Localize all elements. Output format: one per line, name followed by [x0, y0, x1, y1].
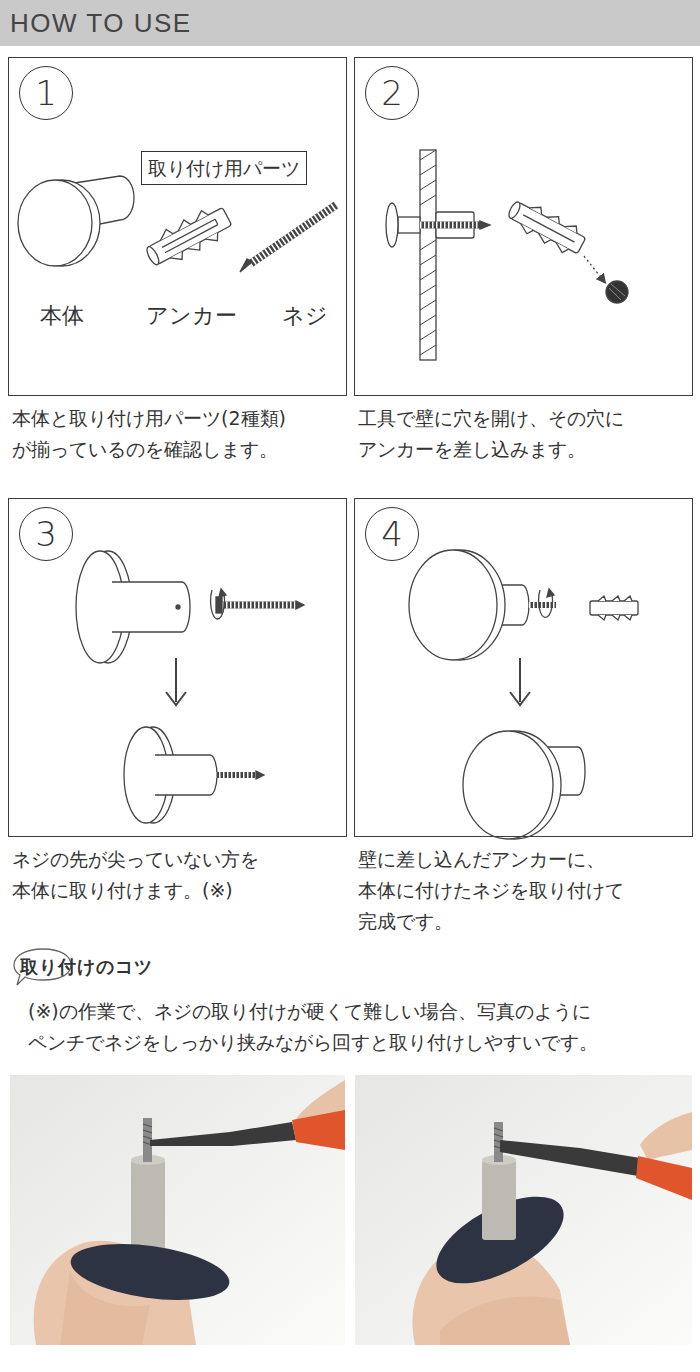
- panel2-art-part: [420, 222, 480, 229]
- panel2-art-part-part: [507, 200, 523, 220]
- step-number: 1: [35, 76, 57, 110]
- photo-right-part: [440, 1296, 570, 1345]
- step-number: 2: [381, 76, 403, 110]
- panel2-art-part: [420, 150, 436, 355]
- step-caption: 壁に差し込んだアンカーに、 本体に付けたネジを取り付けて 完成です。: [358, 844, 700, 937]
- tip-heading: 取り付けのコツ: [20, 956, 153, 977]
- panel1-art-part-part: [157, 209, 208, 241]
- step-caption: 工具で壁に穴を開け、その穴に アンカーを差し込みます。: [358, 403, 700, 465]
- panel1-art-part-part: [162, 219, 215, 247]
- panel3-art-part: [219, 589, 226, 597]
- photo-left-part: [60, 1270, 150, 1345]
- step-number-circle: 1: [19, 66, 73, 120]
- photo-left-part: [10, 1075, 345, 1345]
- panel2-art-part-part: [529, 203, 579, 234]
- step-panel: 本体と取り付け用パーツ(2種類) が揃っているのを確認します。1取り付け用パーツ: [8, 57, 347, 396]
- panel2-art: [386, 150, 628, 360]
- part-label: アンカー: [146, 302, 237, 330]
- panel4-art-part: [519, 658, 521, 702]
- page-title: HOW TO USE: [10, 7, 192, 39]
- panel4-art: [409, 550, 638, 839]
- photo-right-part: [500, 1140, 640, 1176]
- panel2-art-part-part: [523, 215, 574, 242]
- panel1-art-part-part: [145, 245, 161, 266]
- panel1-art-part: [141, 201, 235, 272]
- panel4-art-part: [463, 731, 553, 839]
- tip-heading-bubble: 取り付けのコツ: [14, 950, 159, 984]
- panel3-art-part: [155, 755, 217, 795]
- panel3-art: [76, 551, 304, 823]
- photo-right-part: [482, 1160, 516, 1240]
- panel3-art-part: [112, 582, 190, 632]
- photo-right-part: [355, 1075, 692, 1345]
- part-label: 本体: [40, 302, 84, 330]
- photo-right-part: [636, 1156, 692, 1200]
- panel3-art-part: [215, 772, 256, 778]
- panel3-art-part: [216, 597, 222, 613]
- panel1-art-part-part: [215, 219, 218, 224]
- photo-right-part: [640, 1112, 692, 1160]
- panel3-art-part: [296, 601, 304, 609]
- panel4-art-part-part: [590, 601, 638, 615]
- panel4-art-part: [590, 596, 638, 620]
- panel3-art-part: [166, 692, 186, 705]
- panel2-art-part: [420, 150, 436, 360]
- panel1-art-part: [240, 259, 252, 272]
- panel2-art-part-part: [518, 224, 568, 255]
- panel2-art-part-part: [510, 202, 586, 254]
- step-caption: 本体と取り付け用パーツ(2種類) が揃っているのを確認します。: [12, 403, 354, 465]
- panel2-art-part: [606, 281, 628, 303]
- step-number-circle: 2: [365, 66, 419, 120]
- panel3-art-part: [175, 658, 177, 702]
- panel1-art-part: [250, 205, 336, 264]
- panel1-art-part-part: [170, 233, 221, 265]
- panel4-art-part: [547, 589, 554, 597]
- panel3-art-part: [176, 605, 180, 609]
- step-number: 4: [381, 517, 403, 551]
- panel3-art-part: [215, 772, 256, 778]
- photo-left: [10, 1075, 345, 1345]
- photo-right: [355, 1075, 692, 1345]
- parts-tag-text: 取り付け用パーツ: [148, 157, 300, 179]
- panel1-art-part-part: [165, 225, 218, 253]
- step-number: 3: [35, 517, 57, 551]
- header-bar: HOW TO USE: [0, 0, 700, 46]
- panel1-art: [18, 176, 336, 273]
- step-number-circle: 3: [19, 507, 73, 561]
- step-panel: 壁に差し込んだアンカーに、 本体に付けたネジを取り付けて 完成です。4: [354, 498, 693, 837]
- panel2-art-part: [584, 256, 603, 280]
- photo-left-part: [150, 1122, 296, 1146]
- panel2-art-part: [504, 195, 589, 259]
- step-number-circle: 4: [365, 507, 419, 561]
- panel3-art-part: [222, 602, 296, 609]
- step-caption: ネジの先が尖っていない方を 本体に取り付けます。(※): [12, 844, 354, 906]
- step-panel: 工具で壁に穴を開け、その穴に アンカーを差し込みます。2: [354, 57, 693, 396]
- panel2-art-part: [480, 221, 490, 229]
- panel4-art-part: [409, 550, 497, 660]
- step-panel: ネジの先が尖っていない方を 本体に取り付けます。(※)3: [8, 498, 347, 837]
- parts-tag-box: 取り付け用パーツ: [141, 151, 307, 185]
- panel4-art-part: [510, 692, 530, 705]
- panel2-art-part: [398, 217, 420, 233]
- part-label: ネジ: [282, 302, 328, 330]
- panel1-art-part: [250, 205, 336, 264]
- panel2-art-part: [420, 222, 480, 229]
- panel1-art-part: [18, 180, 92, 266]
- panel3-art-part: [222, 602, 296, 609]
- panel4-art-part-part: [598, 596, 632, 601]
- panel2-art-part: [609, 284, 625, 300]
- panel1-art-part-part: [148, 207, 232, 264]
- panel4-art-part-part: [598, 615, 632, 620]
- tip-note: (※)の作業で、ネジの取り付けが硬くて難しい場合、写真のように ペンチでネジをし…: [28, 996, 692, 1058]
- panel3-art-part: [256, 771, 264, 779]
- panel2-art-part: [386, 203, 398, 247]
- photo-left-part: [292, 1110, 345, 1150]
